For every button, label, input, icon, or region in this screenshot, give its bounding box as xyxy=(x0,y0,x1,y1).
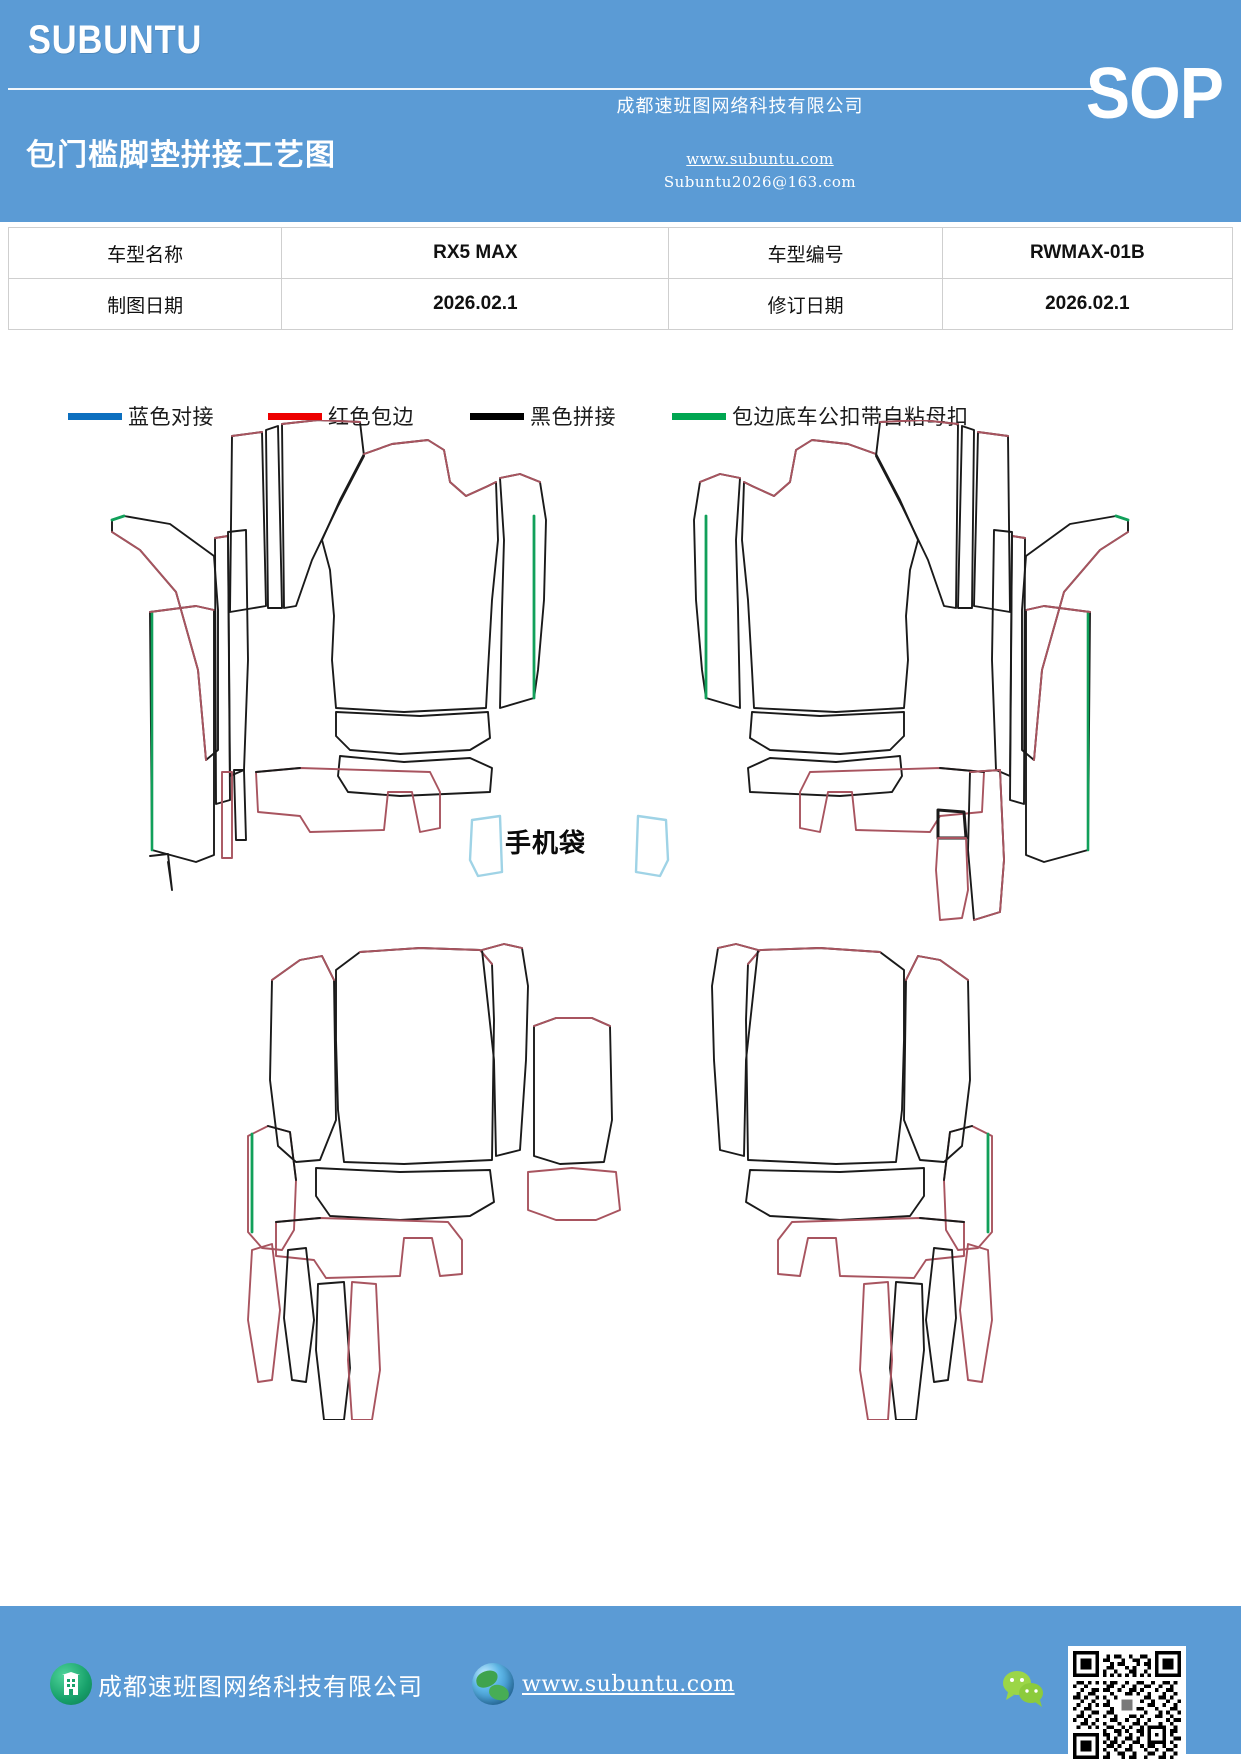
legend-item-red: 红色包边 xyxy=(268,398,414,434)
qr-code xyxy=(1068,1646,1186,1764)
table-row: 制图日期 2026.02.1 修订日期 2026.02.1 xyxy=(7,278,1234,330)
phone-pocket xyxy=(468,814,670,878)
footer-company-block: 成都速班图网络科技有限公司 xyxy=(50,1663,423,1705)
label-vehicle-name: 车型名称 xyxy=(7,227,283,279)
sop-badge: SOP xyxy=(1085,54,1224,134)
legend-swatch-red xyxy=(268,412,322,420)
page-header: SUBUNTU SOP 包门槛脚垫拼接工艺图 成都速班图网络科技有限公司 www… xyxy=(0,0,1241,222)
label-vehicle-code: 车型编号 xyxy=(668,227,943,279)
legend-swatch-blue xyxy=(68,412,122,420)
front-left-mat-set xyxy=(110,420,547,891)
footer-website-link[interactable]: www.subuntu.com xyxy=(522,1671,735,1697)
label-revision-date: 修订日期 xyxy=(668,278,943,330)
building-icon xyxy=(50,1663,92,1705)
legend-label-black: 黑色拼接 xyxy=(530,405,616,429)
legend-item-black: 黑色拼接 xyxy=(470,398,616,434)
rear-mat-set xyxy=(247,943,993,1420)
legend-label-blue: 蓝色对接 xyxy=(128,405,214,429)
page-footer: 成都速班图网络科技有限公司 www.subuntu.com xyxy=(0,1606,1241,1764)
legend-swatch-black xyxy=(470,412,524,420)
header-divider xyxy=(8,88,1113,90)
value-revision-date: 2026.02.1 xyxy=(941,278,1234,330)
vehicle-info-table: 车型名称 RX5 MAX 车型编号 RWMAX-01B 制图日期 2026.02… xyxy=(7,227,1234,330)
technical-drawing-canvas xyxy=(0,420,1241,1420)
legend-swatch-green xyxy=(672,412,726,420)
page-title: 包门槛脚垫拼接工艺图 xyxy=(26,138,336,173)
header-website-link[interactable]: www.subuntu.com xyxy=(686,150,834,168)
footer-website-block[interactable]: www.subuntu.com xyxy=(472,1663,735,1705)
legend-label-green: 包边底车公扣带自粘母扣 xyxy=(732,405,969,429)
value-vehicle-name: RX5 MAX xyxy=(281,227,670,279)
value-draw-date: 2026.02.1 xyxy=(281,278,670,330)
header-email[interactable]: Subuntu2026@163.com xyxy=(663,173,857,191)
footer-company-name: 成都速班图网络科技有限公司 xyxy=(98,1672,423,1701)
mat-pattern-svg xyxy=(110,420,1130,1420)
legend-item-green: 包边底车公扣带自粘母扣 xyxy=(672,398,969,434)
label-draw-date: 制图日期 xyxy=(7,278,283,330)
table-row: 车型名称 RX5 MAX 车型编号 RWMAX-01B xyxy=(7,227,1234,279)
globe-icon xyxy=(472,1663,514,1705)
front-right-mat-set xyxy=(693,420,1130,921)
wechat-icon xyxy=(1000,1668,1046,1708)
color-legend: 蓝色对接 红色包边 黑色拼接 包边底车公扣带自粘母扣 xyxy=(60,398,1160,434)
legend-item-blue: 蓝色对接 xyxy=(68,398,214,434)
value-vehicle-code: RWMAX-01B xyxy=(941,227,1234,279)
phone-pocket-label: 手机袋 xyxy=(505,829,587,859)
legend-label-red: 红色包边 xyxy=(328,405,414,429)
brand-logo: SUBUNTU xyxy=(28,18,203,62)
header-company-name: 成都速班图网络科技有限公司 xyxy=(616,96,864,117)
